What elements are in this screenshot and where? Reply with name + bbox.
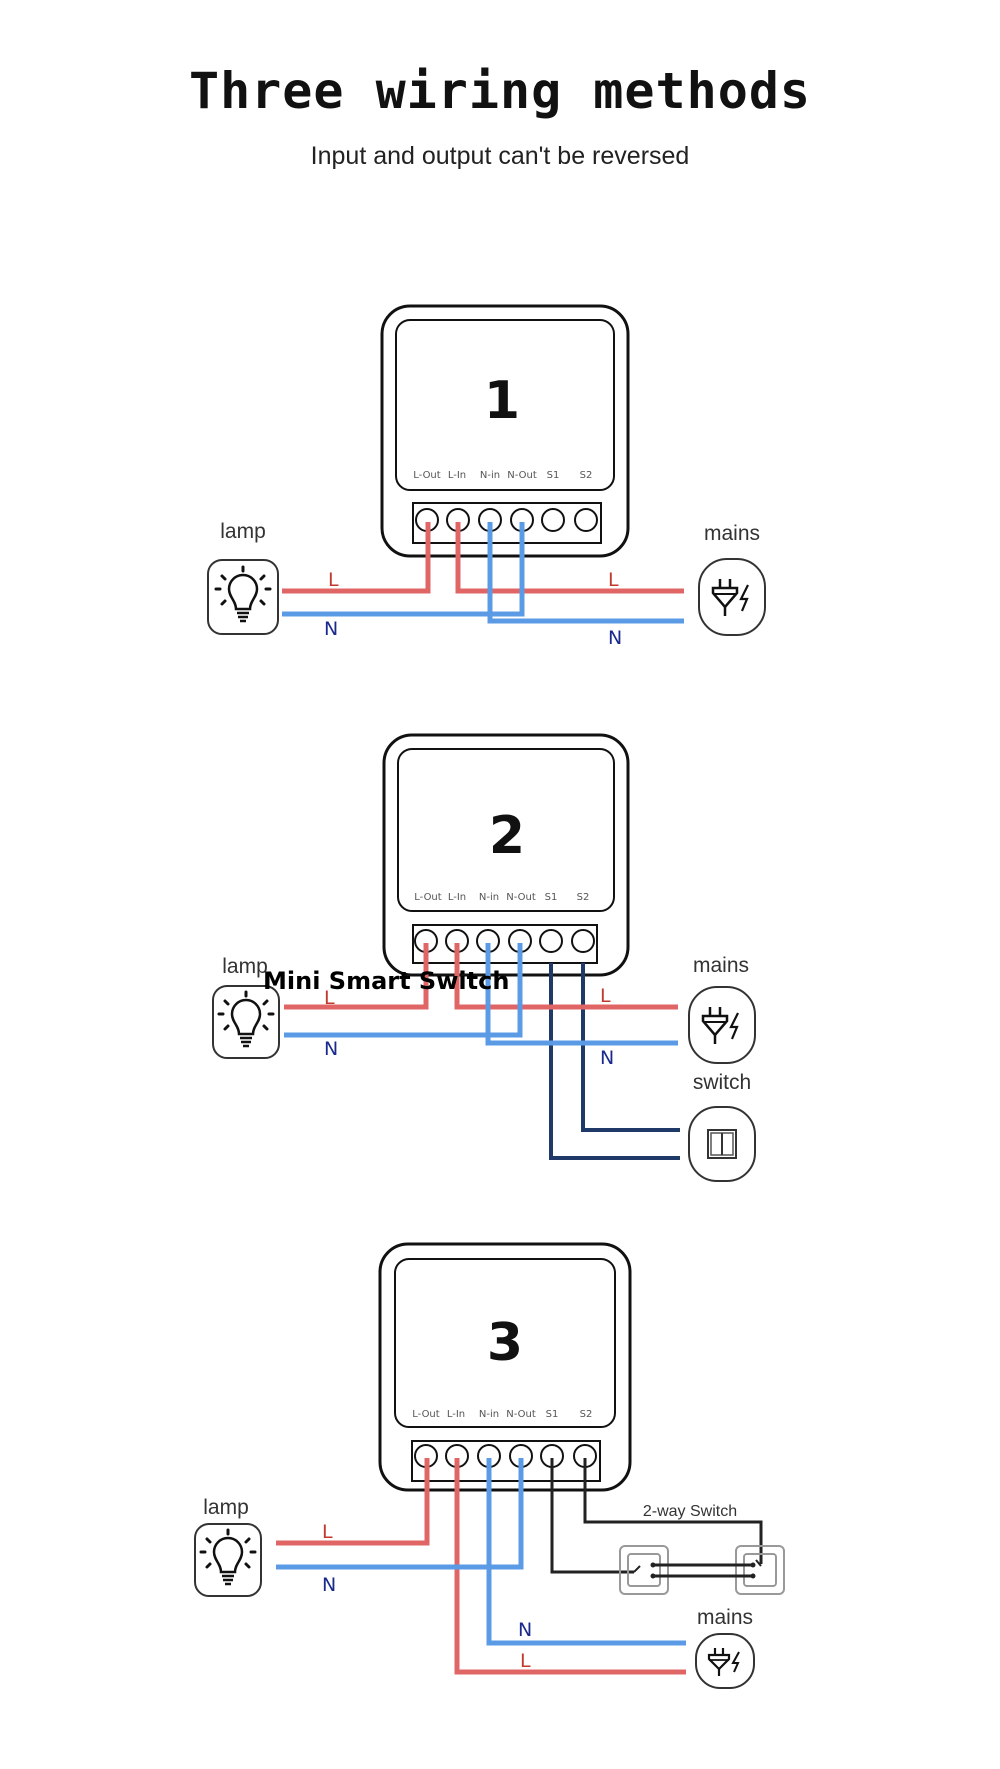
terminal-label: N-Out [507,470,537,481]
wiring-diagram-3: 3 L-Out L-In N-in N-Out S1 S2 2-way Swit… [194,1242,785,1689]
plug-icon [698,558,766,636]
method-number: 3 [487,1313,523,1373]
terminal-label: L-In [448,892,466,903]
lamp-label: lamp [220,520,266,543]
mains-label: mains [697,1606,753,1629]
method-number: 2 [489,806,525,866]
wiring-diagram-2: 2 L-Out L-In N-in N-Out S1 S2 L N L N la… [212,733,756,1182]
terminal-block [412,924,598,964]
terminal-label: S2 [580,470,593,481]
two-way-switch-icon [619,1545,785,1595]
live-wire-load [284,943,429,1010]
live-label: L [608,569,619,591]
neutral-label: N [518,1619,532,1641]
smart-switch-module: 2 L-Out L-In N-in N-Out S1 S2 [382,733,630,977]
neutral-label: N [608,627,622,649]
neutral-wire-load [276,1458,524,1570]
switch-label: switch [693,1071,751,1094]
terminal-screws [414,1444,597,1468]
terminal-label: L-Out [414,892,441,903]
terminal-label: N-in [479,1409,499,1420]
terminal-label: S1 [545,892,558,903]
neutral-wire-load [282,522,525,617]
live-wire-load [282,522,431,594]
terminal-label: N-in [479,892,499,903]
two-way-switch-label: 2-way Switch [643,1503,737,1520]
terminal-labels: L-Out L-In N-in N-Out S1 S2 [414,892,589,903]
terminal-label: S2 [580,1409,593,1420]
wiring-diagram-1: 1 L-Out L-In N-in N-Out S1 S2 L N L N la… [207,304,766,649]
lamp-label: lamp [203,1496,249,1519]
live-label: L [322,1521,333,1543]
terminal-label: S2 [577,892,590,903]
terminal-block [411,1440,601,1482]
mains-label: mains [704,522,760,545]
lightbulb-icon [207,559,279,635]
neutral-wire-supply [486,1458,686,1646]
page-subtitle: Input and output can't be reversed [310,142,690,170]
lightbulb-icon [212,985,280,1059]
terminal-labels: L-Out L-In N-in N-Out S1 S2 [413,470,592,481]
neutral-label: N [322,1574,336,1596]
terminal-label: L-In [448,470,466,481]
neutral-label: N [324,1038,338,1060]
terminal-screws [414,929,595,953]
terminal-label: S1 [546,1409,559,1420]
page-title: Three wiring methods [188,62,812,120]
neutral-wire-supply [487,522,684,624]
terminal-label: L-Out [412,1409,439,1420]
product-name-overlay: Mini Smart Switch [263,967,510,995]
live-label: L [324,987,335,1009]
live-label: L [520,1650,531,1672]
terminal-block [412,502,602,544]
wall-switch-icon [688,1106,756,1182]
lamp-label: lamp [222,955,268,978]
lightbulb-icon [194,1523,262,1597]
smart-switch-module: 1 L-Out L-In N-in N-Out S1 S2 [380,304,630,558]
method-number: 1 [484,371,520,431]
live-wire-supply [455,522,684,594]
live-wire-supply [454,1458,686,1675]
terminal-label: N-in [480,470,500,481]
live-label: L [600,985,611,1007]
twoway-wire-s2 [583,1458,763,1564]
live-wire-load [276,1458,430,1546]
neutral-label: N [324,618,338,640]
terminal-label: N-Out [506,1409,536,1420]
plug-icon [688,986,756,1064]
switch-wire-s2 [581,963,680,1132]
terminal-screws [415,508,598,532]
terminal-label: L-In [447,1409,465,1420]
smart-switch-module: 3 L-Out L-In N-in N-Out S1 S2 [378,1242,632,1492]
terminal-labels: L-Out L-In N-in N-Out S1 S2 [412,1409,592,1420]
mains-label: mains [693,954,749,977]
neutral-wire-supply [485,943,678,1046]
switch-wire-s1 [549,963,680,1160]
live-label: L [328,569,339,591]
live-wire-supply [454,943,678,1010]
terminal-label: S1 [547,470,560,481]
terminal-label: L-Out [413,470,440,481]
twoway-wire-s1 [550,1458,634,1574]
plug-icon [695,1633,755,1689]
neutral-wire-load [284,943,523,1038]
terminal-label: N-Out [506,892,536,903]
neutral-label: N [600,1047,614,1069]
